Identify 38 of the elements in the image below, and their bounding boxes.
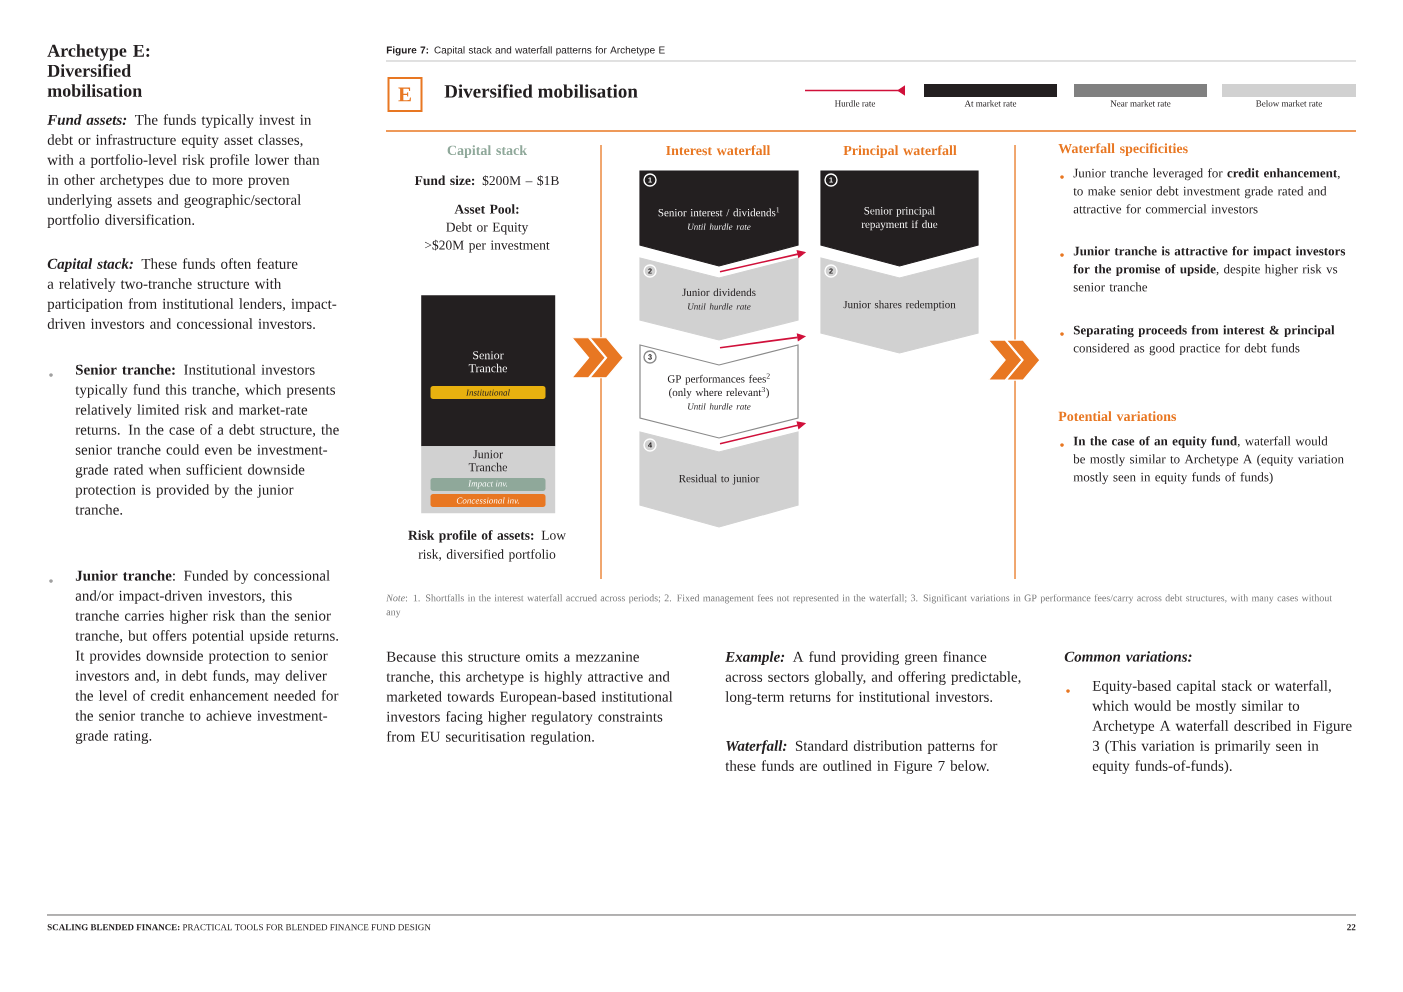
asset-pool-text: Debt or Equity >$20M per investment: [425, 222, 550, 253]
bullet-text: Separating proceeds from interest & principal considered as good practice for debt funds: [1073, 325, 1335, 356]
legend-label: Hurdle rate: [834, 100, 876, 107]
bullet-text: Senior tranche: Institutional investors typically fund this tranche, which presents relatively limited risk and market-rate returns. In the case of a debt structure, the senior tranche could even be investment-grade rated when sufficient downside protection is provided by the junior tranche.: [75, 364, 339, 515]
paragraph: Waterfall: Standard distribution patterns for these funds are outlined in Figure 7 below.: [725, 740, 998, 774]
section-heading: Potential variations: [1058, 411, 1177, 422]
paragraph: Fund assets: The funds typically invest in debt or infrastructure equity asset classes, with a portfolio-level risk profile lower than in other archetypes due to more proven underlying assets and geographic/sectoral portfolio diversification.: [47, 114, 320, 228]
page-heading: Archetype E: Diversified mobilisation: [47, 44, 150, 97]
section-heading: Waterfall specificities: [1058, 143, 1188, 157]
paragraph-heading: Common variations:: [1064, 651, 1192, 662]
bullet-text: Junior tranche: Funded by concessional and/or impact-driven investors, this tranche carries higher risk than the senior tranche, but offers potential upside returns. It provides downside protection to senior investors and, in debt funds, may deliver the level of credit enhancement needed for the senior tranche to achieve investment-grade rating.: [75, 570, 339, 744]
chevron-arrow: [987, 339, 1041, 381]
asset-pool-heading: Asset Pool:: [454, 204, 519, 214]
running-footer: SCALING BLENDED FINANCE: PRACTICAL TOOLS FOR BLENDED FINANCE FUND DESIGN: [47, 924, 431, 931]
risk-profile-text: Risk profile of assets: Low risk, diversified portfolio: [408, 530, 566, 562]
chevron-arrow: [570, 337, 625, 379]
column-heading: Interest waterfall: [666, 145, 771, 156]
bullet-text: In the case of an equity fund, waterfall would be mostly similar to Archetype A (equity variation mostly seen in equity funds of funds): [1073, 436, 1344, 485]
paragraph: Because this structure omits a mezzanine tranche, this archetype is highly attractive and marketed towards European-based institutional investors facing higher regulatory constraints from EU securitisation regulation.: [386, 651, 673, 745]
letter-badge: E: [387, 77, 423, 112]
legend-label: Below market rate: [1256, 100, 1322, 107]
paragraph: Capital stack: These funds often feature a relatively two-tranche structure with participation from institutional lenders, impact-driven investors and concessional investors.: [47, 258, 337, 329]
legend-label: At market rate: [964, 100, 1017, 107]
footnote: Note: 1. Shortfalls in the interest waterfall accrued across periods; 2. Fixed management fees not represented in the waterfall; 3. Significant variations in GP performance fees/carry across debt structures, with many cases without any: [386, 594, 1333, 618]
fund-size-text: Fund size: $200M – $1B: [414, 175, 559, 186]
investor-pill: Institutional: [430, 386, 546, 399]
legend-label: Near market rate: [1110, 100, 1171, 107]
bullet-text: Junior tranche is attractive for impact investors for the promise of upside, despite higher risk vs senior tranche: [1073, 246, 1346, 292]
paragraph: Example: A fund providing green finance across sectors globally, and offering predictable, long-term returns for institutional investors.: [725, 651, 1021, 705]
column-heading: Principal waterfall: [843, 145, 957, 159]
bullet-text: Junior tranche leveraged for credit enhancement, to make senior debt investment grade rated and attractive for commercial investors: [1073, 168, 1340, 214]
page-number: 22: [1347, 924, 1356, 931]
figure-title: Diversified mobilisation: [444, 84, 638, 98]
investor-pill: Impact inv.: [430, 478, 546, 491]
bullet-text: Equity-based capital stack or waterfall, which would be mostly similar to Archetype A waterfall described in Figure 3 (This variation is primarily seen in equity funds-of-funds).: [1092, 680, 1352, 774]
figure-caption: Figure 7: Capital stack and waterfall patterns for Archetype E: [386, 46, 665, 56]
column-heading: Capital stack: [447, 145, 528, 158]
investor-pill: Concessional inv.: [430, 494, 546, 507]
